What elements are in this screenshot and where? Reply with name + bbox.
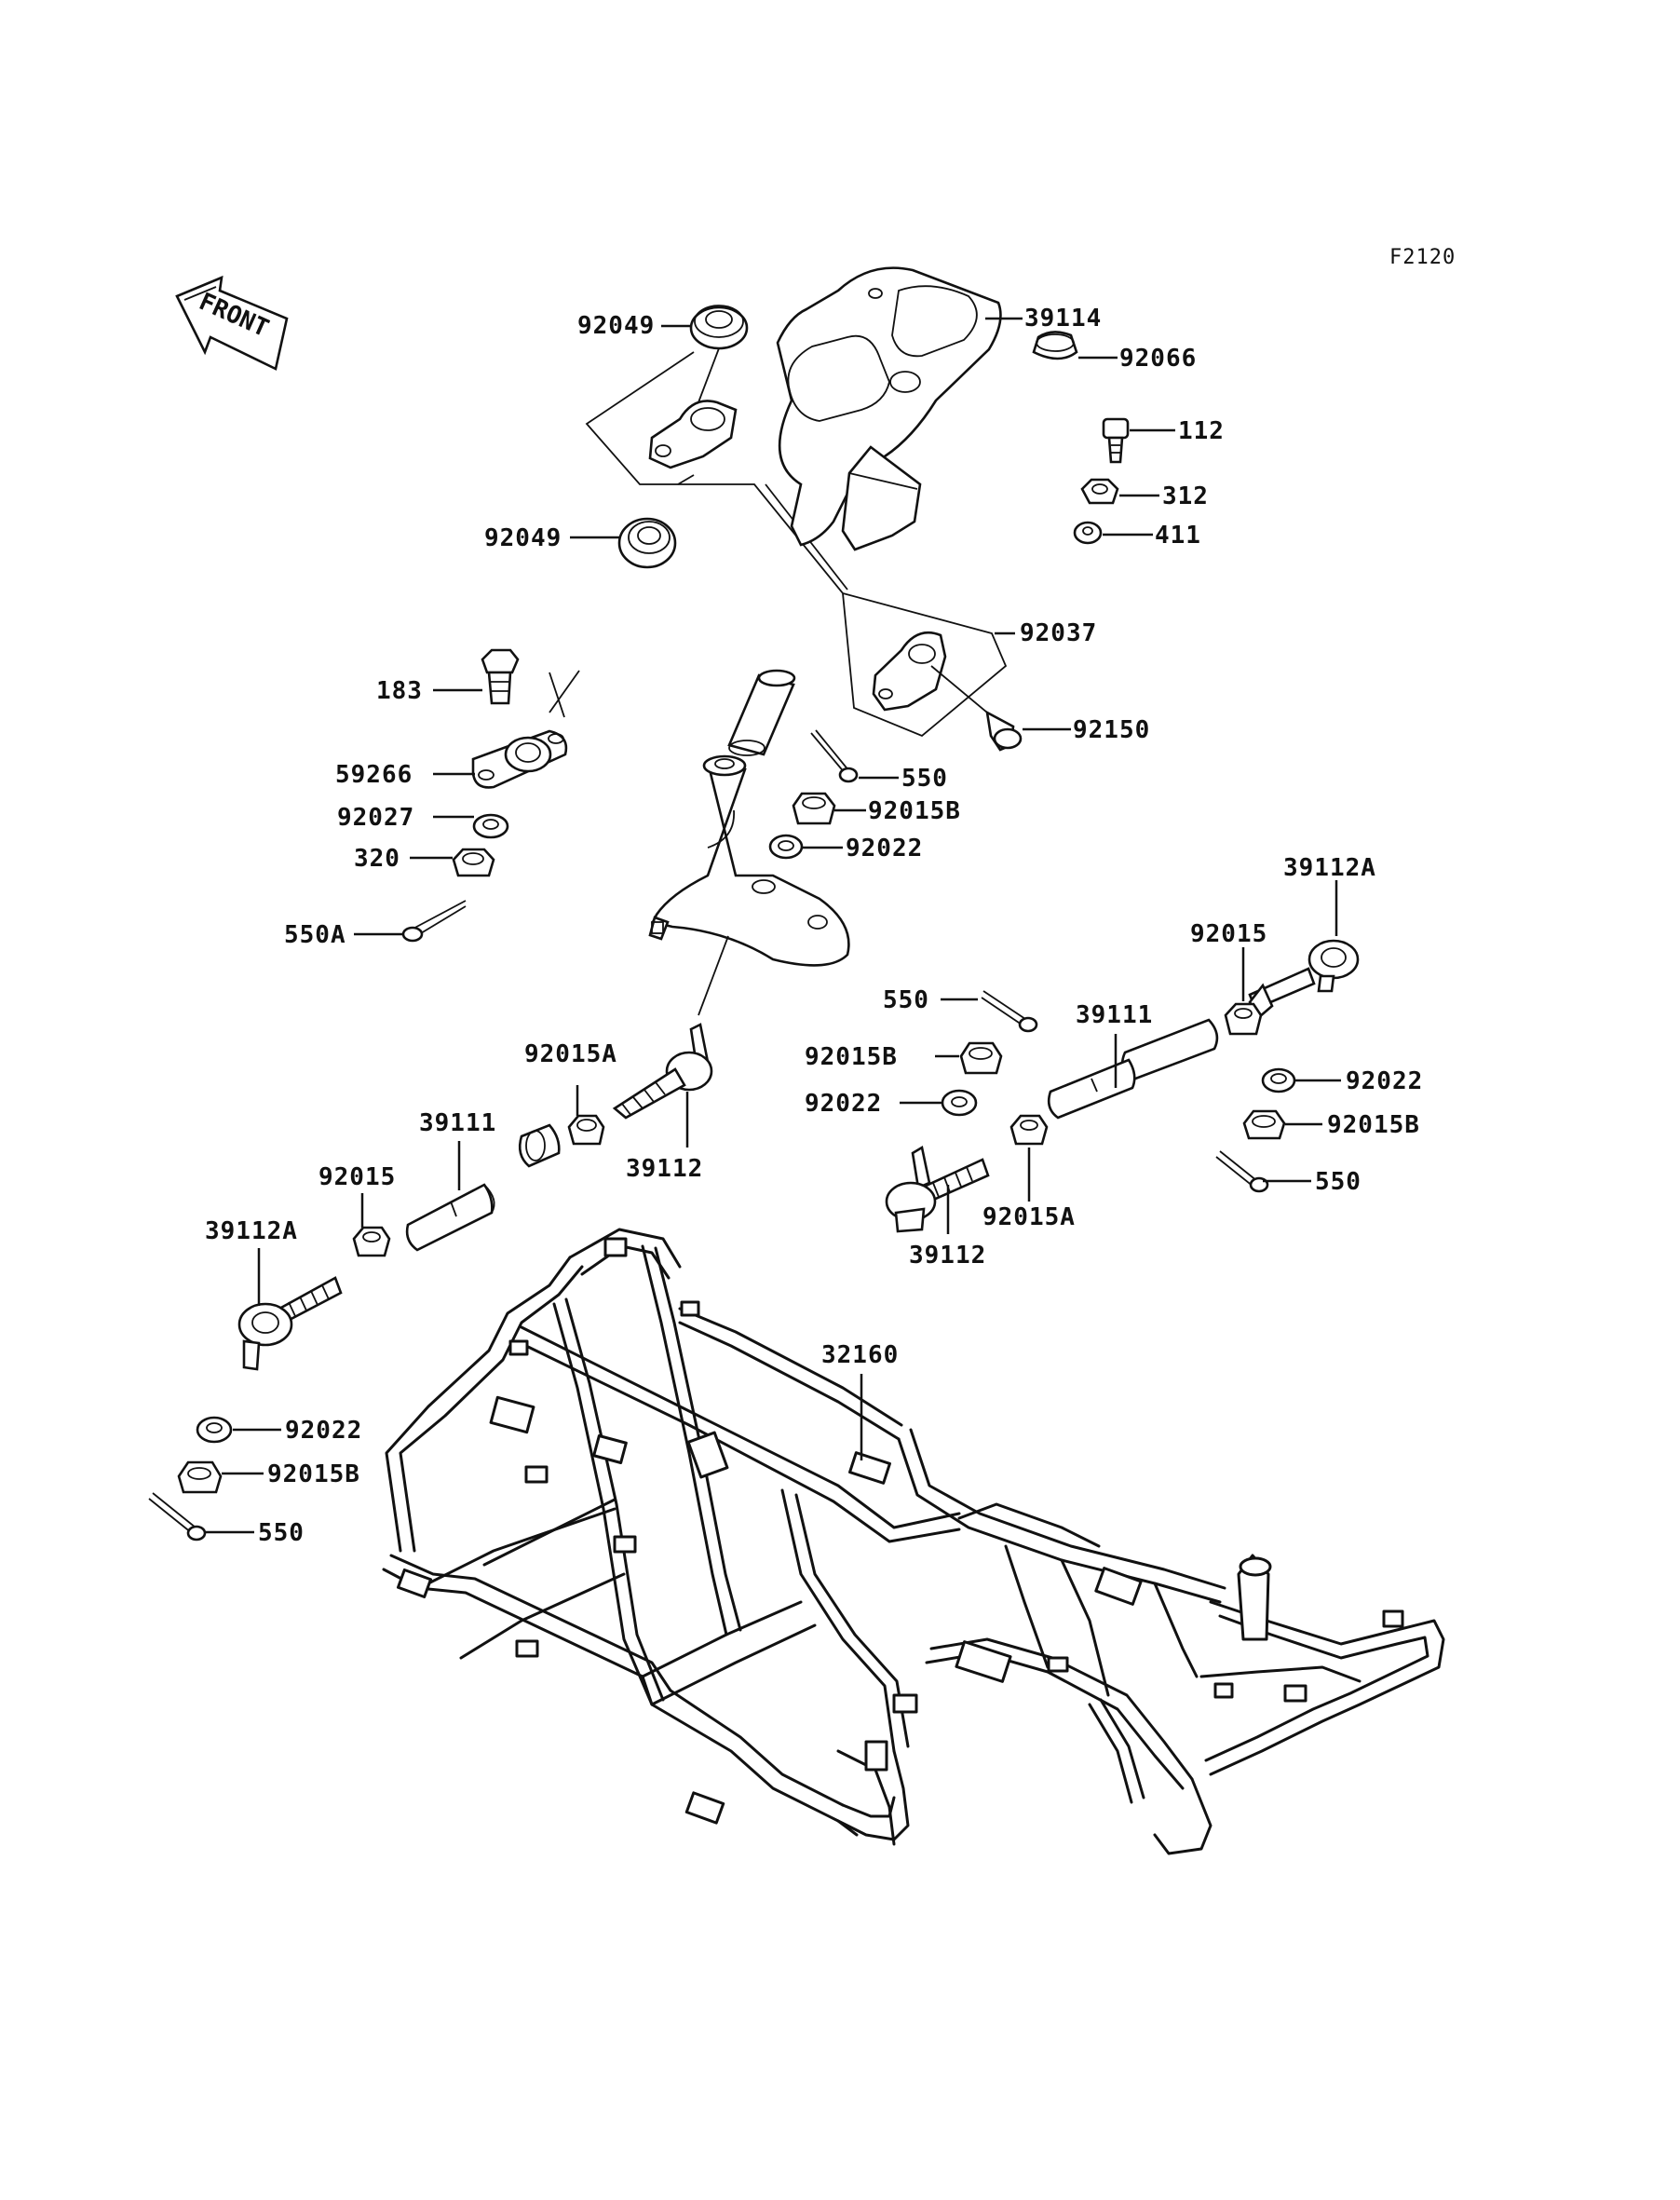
bolt-112 — [1102, 417, 1130, 464]
bushing-92049-top — [689, 305, 749, 403]
label-92022-bottom: 92022 — [285, 1417, 362, 1445]
cotter-pin-550A — [401, 900, 467, 943]
washer-411 — [1073, 521, 1103, 545]
tie-rod-end-39112-right — [885, 1145, 990, 1233]
label-550-top: 550 — [901, 765, 948, 793]
label-411: 411 — [1155, 522, 1201, 550]
label-92049-top: 92049 — [577, 312, 655, 340]
steering-stem — [549, 669, 850, 967]
cotter-pin-550-right — [1215, 1150, 1269, 1193]
cotter-pin-550-mid — [981, 990, 1038, 1033]
label-92022-right: 92022 — [1346, 1067, 1423, 1095]
label-92049-mid: 92049 — [484, 524, 562, 552]
label-59266: 59266 — [335, 761, 413, 789]
label-39111-left: 39111 — [419, 1109, 496, 1137]
label-550-right: 550 — [1315, 1168, 1362, 1196]
label-92022-top: 92022 — [846, 835, 923, 862]
handlebar-holder-39114 — [776, 266, 1002, 551]
label-92037: 92037 — [1020, 619, 1097, 647]
tie-rod-39111-left — [405, 1123, 561, 1252]
nut-92015B-mid — [959, 1041, 1003, 1075]
nut-92015A-center — [567, 1114, 605, 1146]
cap-92066 — [1032, 331, 1078, 360]
bearing-housing-59266 — [471, 729, 568, 789]
tie-rod-39111-right — [1047, 1018, 1219, 1120]
nut-92015-right — [1224, 1002, 1263, 1036]
washer-92022-bottom — [196, 1416, 233, 1444]
label-92015A-left: 92015A — [524, 1040, 617, 1068]
cotter-pin-550-top — [810, 729, 859, 783]
part-labels: 92049 39114 92066 112 312 411 92049 9203… — [205, 305, 1423, 1547]
label-39112A-left: 39112A — [205, 1217, 298, 1245]
washer-92022-mid — [941, 1089, 978, 1117]
label-39114: 39114 — [1024, 305, 1102, 333]
label-550-mid: 550 — [883, 986, 929, 1014]
label-39112-left: 39112 — [626, 1155, 703, 1183]
holder-92037 — [872, 631, 947, 712]
label-92015B-right: 92015B — [1327, 1111, 1420, 1139]
label-550-bottom: 550 — [258, 1519, 305, 1547]
nut-320 — [452, 848, 495, 877]
washer-92022-right — [1261, 1067, 1296, 1093]
label-92015B-bottom: 92015B — [267, 1460, 360, 1488]
label-92015B-top: 92015B — [868, 797, 961, 825]
nut-92015A-right — [1009, 1114, 1049, 1146]
leader-lines — [205, 317, 1341, 1534]
nut-312 — [1080, 478, 1119, 505]
figure-code: F2120 — [1389, 246, 1456, 269]
label-92015B-mid: 92015B — [805, 1043, 898, 1071]
bolt-183 — [481, 648, 520, 705]
label-112: 112 — [1178, 417, 1225, 445]
label-550A: 550A — [284, 921, 346, 949]
tie-rod-end-39112A-right — [1248, 939, 1360, 1019]
label-92015-left: 92015 — [318, 1163, 396, 1191]
label-92015A-right: 92015A — [982, 1203, 1076, 1231]
nut-92015-left — [352, 1226, 391, 1257]
label-39112-right: 39112 — [909, 1242, 986, 1270]
tie-rod-end-39112A-left — [237, 1276, 343, 1371]
label-92150: 92150 — [1073, 716, 1150, 744]
label-39111-right: 39111 — [1076, 1001, 1153, 1029]
bolt-92150 — [930, 665, 1023, 752]
label-183: 183 — [376, 677, 423, 705]
label-32160: 32160 — [821, 1341, 899, 1369]
holder-lower-left — [648, 400, 738, 469]
bushing-92049-mid — [617, 517, 677, 569]
frame-32160 — [382, 1228, 1445, 1855]
label-39112A-right: 39112A — [1283, 854, 1376, 882]
nut-92015B-right — [1242, 1109, 1286, 1140]
label-92027: 92027 — [337, 804, 414, 832]
label-92015-right: 92015 — [1190, 920, 1267, 948]
label-312: 312 — [1162, 482, 1209, 510]
tie-rod-end-39112-center — [612, 935, 729, 1120]
label-320: 320 — [354, 845, 400, 873]
washer-92022-top — [768, 834, 804, 860]
front-arrow-icon: FRONT — [175, 275, 289, 371]
label-92066: 92066 — [1119, 345, 1197, 373]
nut-92015B-top — [792, 792, 836, 825]
nut-92015B-bottom — [177, 1460, 223, 1494]
label-92022-mid: 92022 — [805, 1090, 882, 1118]
cotter-pin-550-bottom — [148, 1492, 207, 1541]
washer-92027 — [472, 813, 509, 839]
